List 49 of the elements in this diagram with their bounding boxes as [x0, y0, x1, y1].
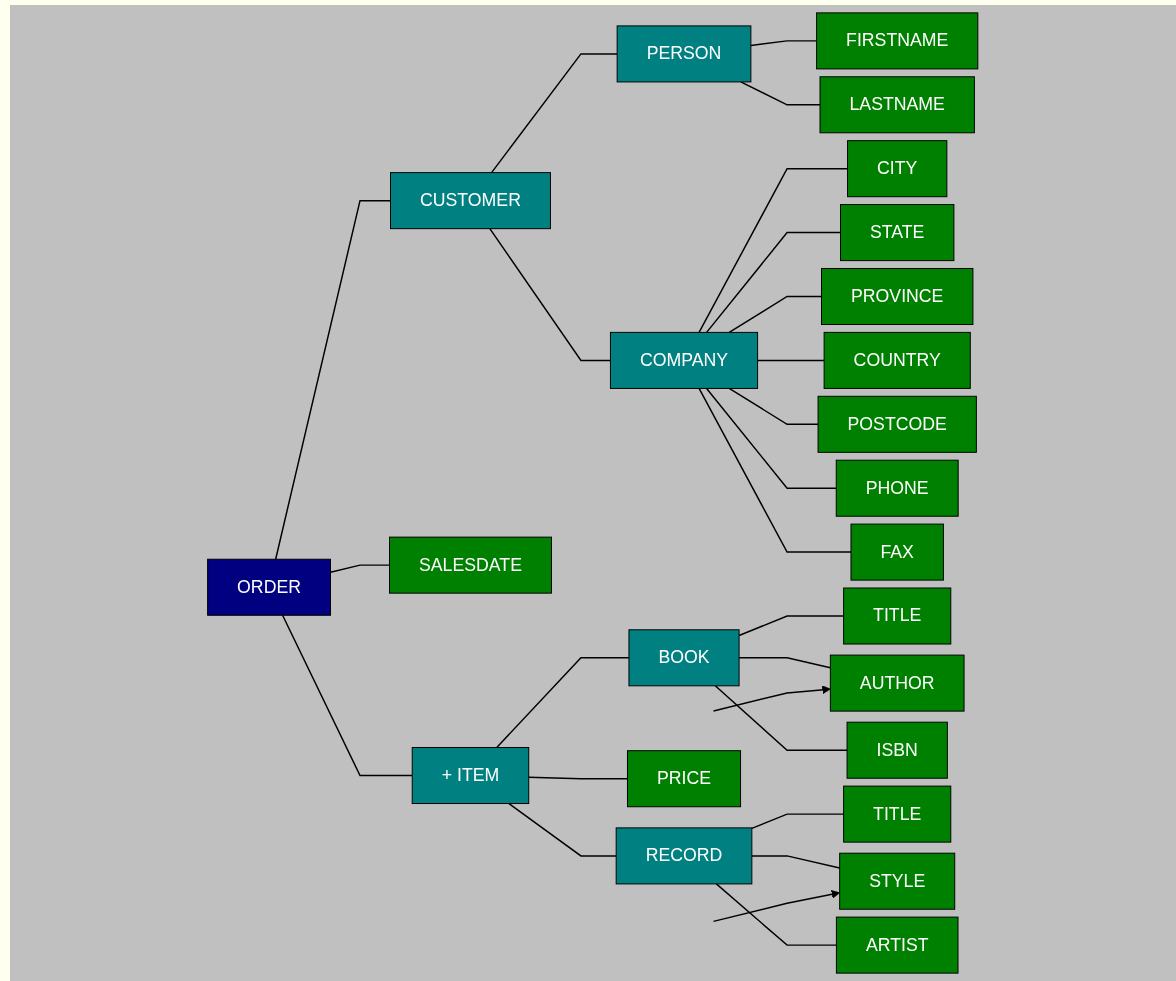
- node-box: SALESDATE: [389, 536, 553, 594]
- connector: [757, 359, 826, 362]
- arrow: [713, 685, 832, 712]
- connector: [698, 387, 852, 553]
- node-box: PERSON: [616, 25, 752, 83]
- node-box: ORDER: [207, 558, 332, 616]
- connector: [330, 564, 391, 574]
- connector: [728, 295, 823, 334]
- node-box: ARTIST: [836, 916, 959, 974]
- connector: [706, 231, 842, 334]
- connector: [728, 387, 820, 426]
- connector: [698, 167, 849, 334]
- node-box: LASTNAME: [819, 76, 976, 134]
- connector: [508, 802, 618, 857]
- connector: [714, 685, 849, 751]
- node-box: TITLE: [843, 785, 952, 843]
- arrow: [713, 890, 841, 923]
- node-box: CUSTOMER: [390, 172, 552, 230]
- node-box: FAX: [850, 523, 945, 581]
- node-box: FIRSTNAME: [816, 12, 979, 70]
- connector: [740, 81, 822, 106]
- node-box: PHONE: [836, 459, 959, 517]
- node-box: PRICE: [627, 750, 742, 808]
- node-box: COUNTRY: [823, 331, 972, 389]
- connector: [738, 657, 832, 669]
- connector: [750, 40, 818, 47]
- connector: [738, 615, 845, 637]
- node-box: CITY: [847, 140, 948, 198]
- connector: [275, 199, 392, 560]
- node-box: ISBN: [846, 721, 949, 779]
- node-box: STATE: [840, 204, 955, 262]
- node-box: TITLE: [843, 587, 952, 645]
- node-box: STYLE: [839, 852, 956, 910]
- connector: [282, 614, 414, 777]
- node-box: + ITEM: [412, 747, 530, 805]
- connector: [528, 776, 629, 780]
- connector: [715, 883, 838, 946]
- connector: [491, 53, 619, 174]
- node-box: AUTHOR: [830, 654, 965, 712]
- connector: [489, 227, 612, 362]
- node-box: PROVINCE: [821, 268, 974, 325]
- connector: [496, 657, 630, 749]
- node-box: COMPANY: [610, 331, 759, 389]
- connector: [751, 855, 841, 869]
- node-box: RECORD: [615, 827, 753, 885]
- connector: [706, 387, 838, 489]
- connector: [751, 813, 845, 830]
- node-box: BOOK: [628, 629, 740, 687]
- node-box: POSTCODE: [817, 395, 978, 453]
